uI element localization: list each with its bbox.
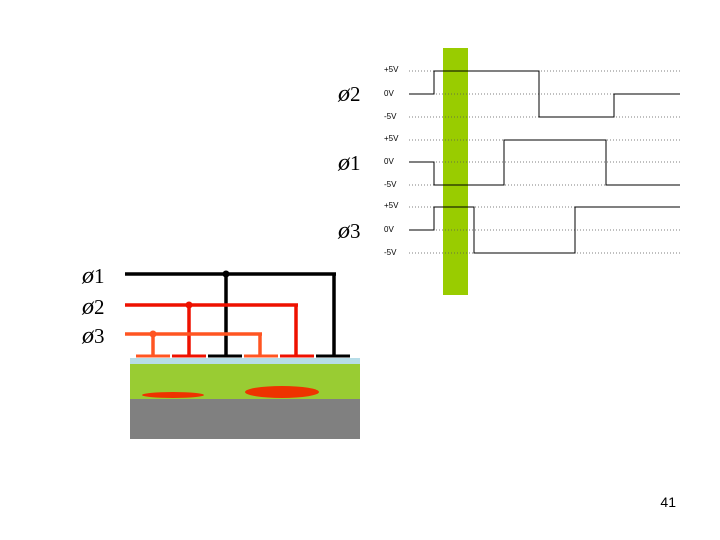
device-label-phi2: ø2 bbox=[82, 294, 105, 320]
oxide-layer bbox=[130, 358, 360, 364]
phi3-waveform bbox=[409, 206, 680, 254]
voltage-label-phi2-zero: 0V bbox=[384, 89, 394, 98]
substrate-layer bbox=[130, 399, 360, 439]
timing-highlight-band bbox=[443, 48, 468, 295]
timing-label-phi1: ø1 bbox=[338, 150, 361, 176]
phi3-junction-dot bbox=[149, 330, 157, 338]
voltage-label-phi1-plus: +5V bbox=[384, 134, 399, 143]
phi3-bus bbox=[125, 332, 262, 356]
voltage-label-phi2-minus: -5V bbox=[384, 112, 397, 121]
voltage-label-phi1-zero: 0V bbox=[384, 157, 394, 166]
slide-number: 41 bbox=[660, 494, 676, 510]
voltage-label-phi3-minus: -5V bbox=[384, 248, 397, 257]
voltage-label-phi3-zero: 0V bbox=[384, 225, 394, 234]
voltage-label-phi2-plus: +5V bbox=[384, 65, 399, 74]
timing-label-phi3: ø3 bbox=[338, 218, 361, 244]
voltage-label-phi3-plus: +5V bbox=[384, 201, 399, 210]
phi1-bus bbox=[125, 272, 336, 356]
phi2-junction-dot bbox=[185, 301, 193, 309]
voltage-label-phi1-minus: -5V bbox=[384, 180, 397, 189]
timing-label-phi2: ø2 bbox=[338, 81, 361, 107]
charge-packet-large bbox=[245, 386, 319, 398]
phi2-waveform bbox=[409, 70, 680, 118]
charge-packet-small bbox=[142, 392, 204, 398]
phi1-waveform bbox=[409, 139, 680, 186]
phi2-bus bbox=[125, 303, 298, 356]
device-label-phi3: ø3 bbox=[82, 323, 105, 349]
phi1-junction-dot bbox=[222, 270, 230, 278]
device-label-phi1: ø1 bbox=[82, 263, 105, 289]
